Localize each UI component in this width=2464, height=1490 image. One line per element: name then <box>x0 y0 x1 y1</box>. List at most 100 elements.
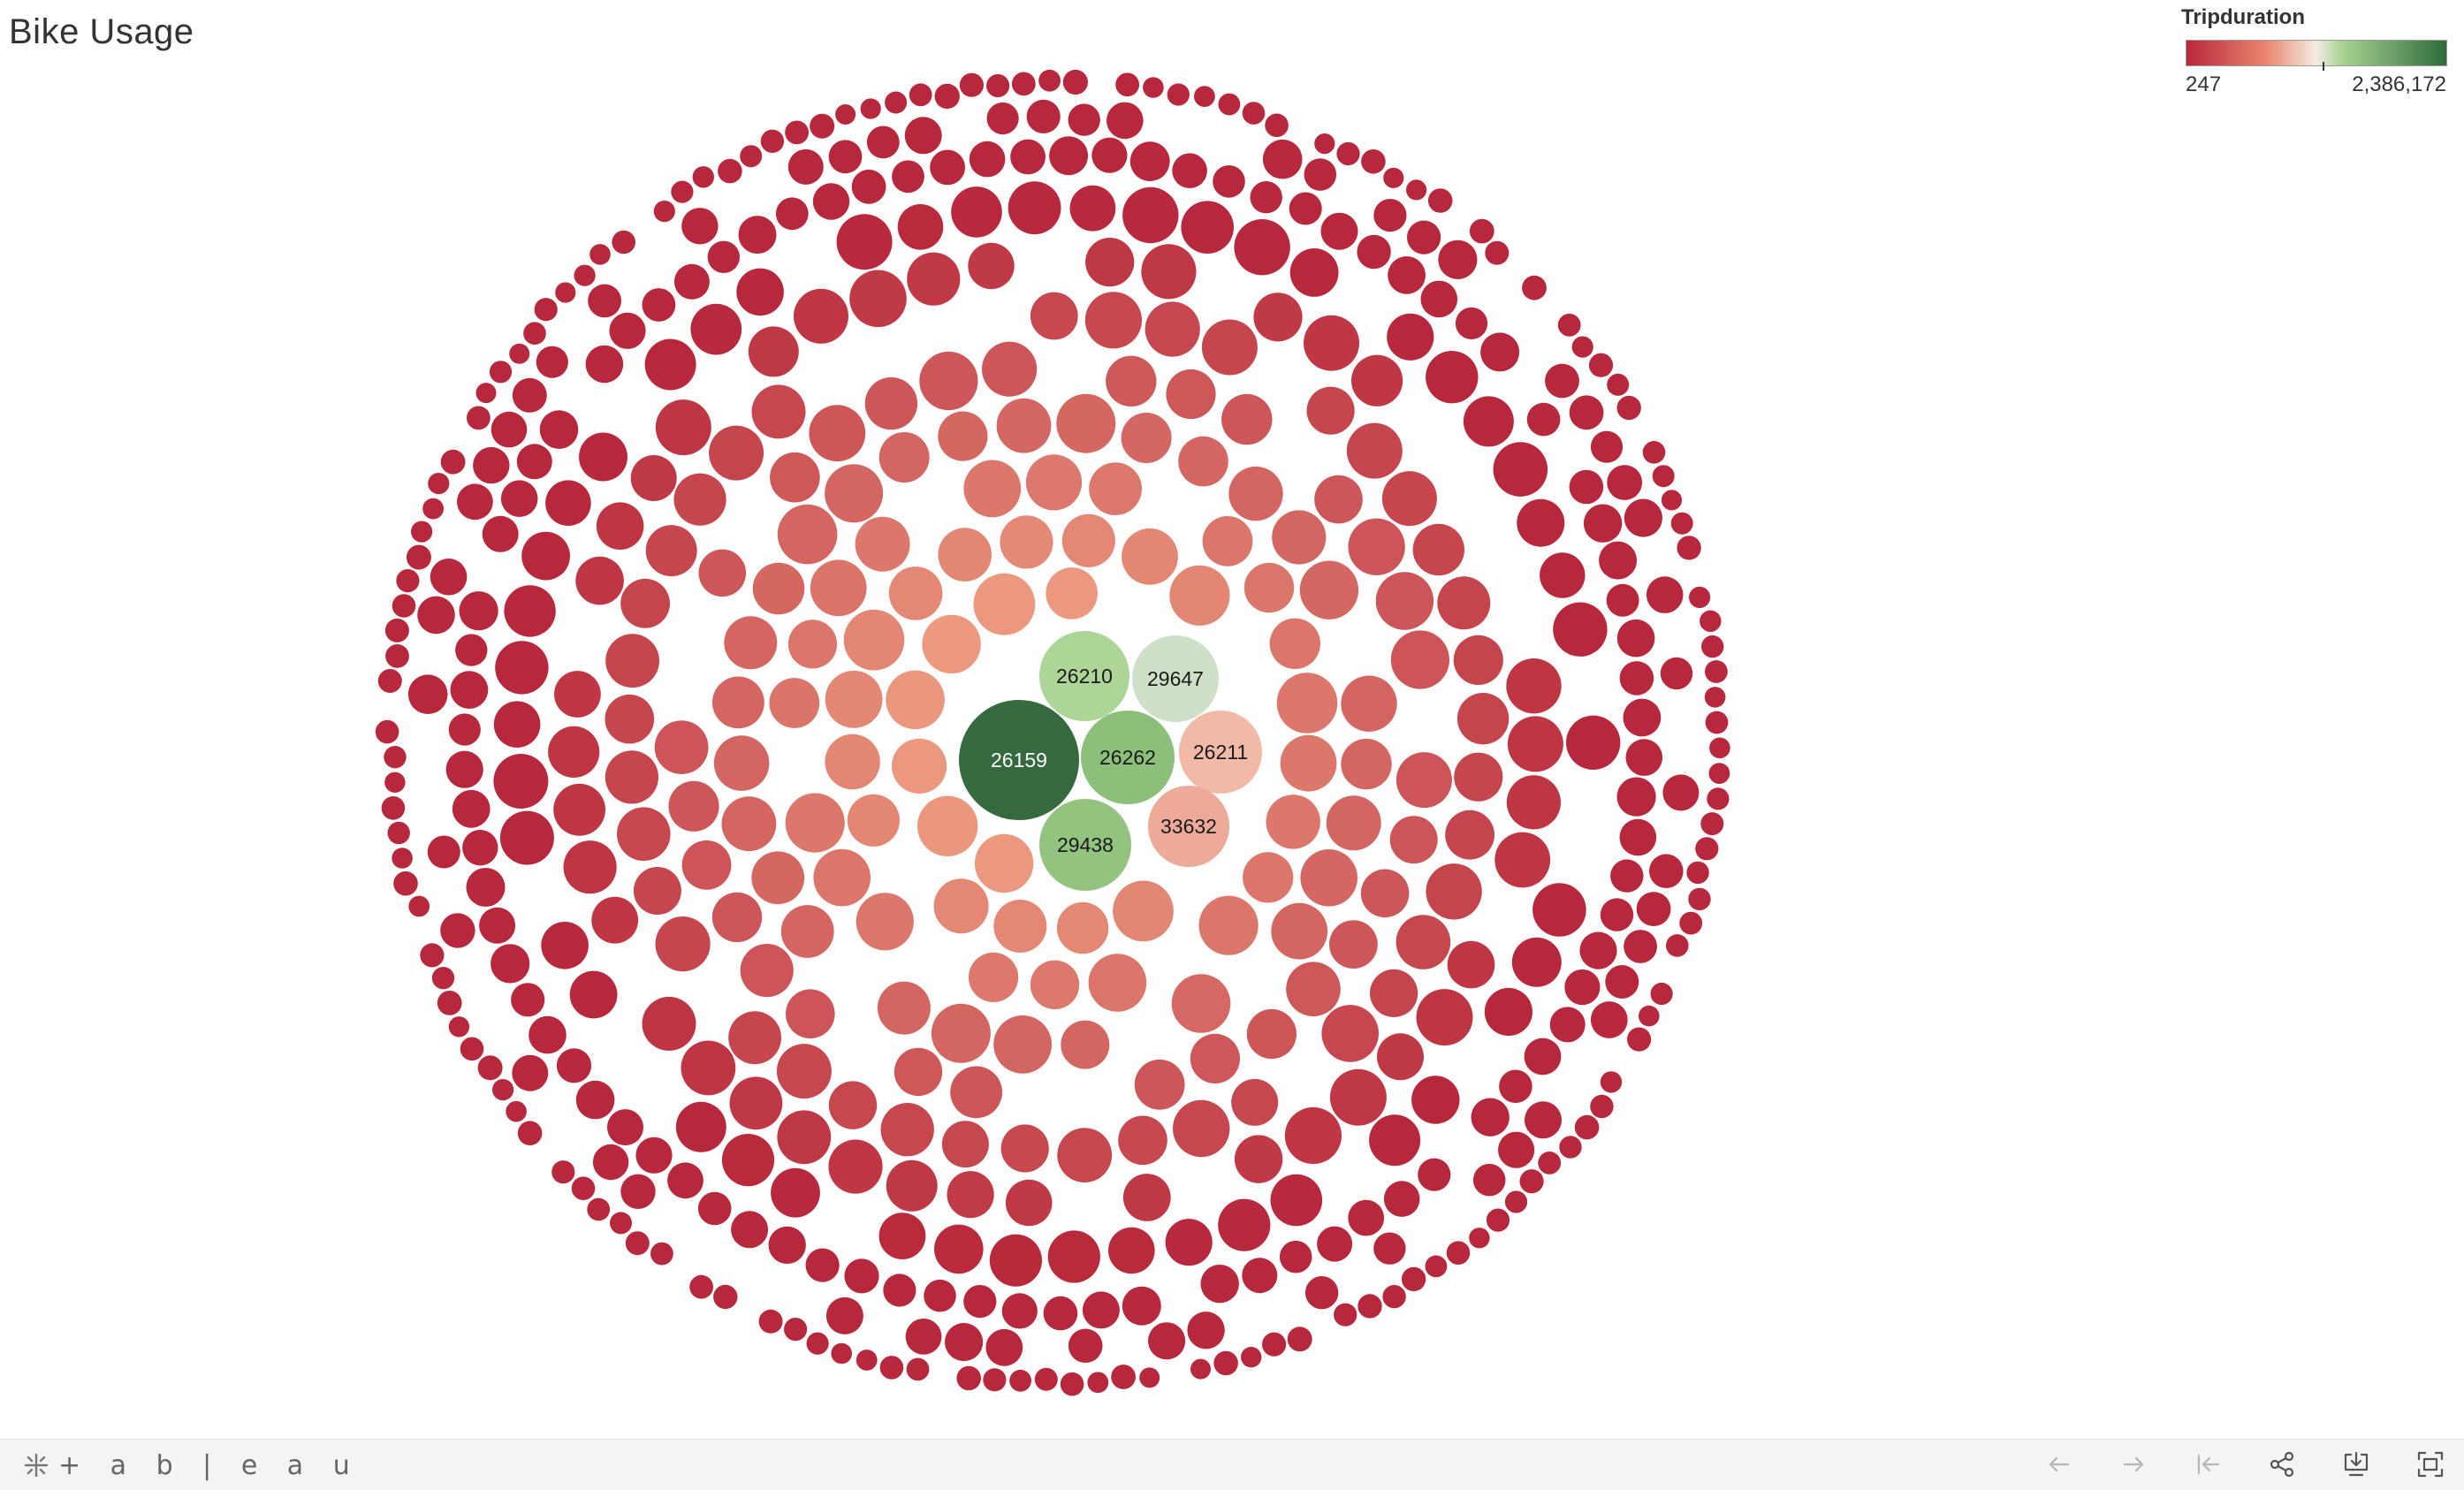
bubble[interactable] <box>609 312 646 349</box>
bubble[interactable] <box>1299 560 1359 620</box>
bubble[interactable] <box>491 411 528 448</box>
bubble[interactable] <box>945 1323 984 1362</box>
bubble[interactable] <box>1437 576 1491 630</box>
bubble[interactable] <box>1190 1033 1240 1083</box>
bubble[interactable] <box>963 1285 997 1319</box>
bubble[interactable] <box>1001 1293 1038 1329</box>
bubble[interactable] <box>1272 510 1327 565</box>
bubble[interactable] <box>1447 940 1495 989</box>
bubble[interactable] <box>931 1003 991 1063</box>
bubble[interactable] <box>1107 102 1144 140</box>
bubble[interactable] <box>1590 1001 1628 1038</box>
bubble[interactable] <box>751 851 805 905</box>
bubble[interactable] <box>787 620 838 669</box>
bubble[interactable] <box>1627 1027 1652 1052</box>
bubble[interactable] <box>1485 240 1510 265</box>
bubble[interactable] <box>1034 1367 1058 1391</box>
bubble[interactable] <box>1469 1228 1490 1249</box>
bubble[interactable] <box>711 892 763 943</box>
bubble[interactable] <box>551 1160 575 1184</box>
bubble[interactable] <box>529 1015 567 1054</box>
bubble[interactable] <box>1707 787 1730 810</box>
bubble[interactable] <box>1519 1169 1544 1194</box>
bubble-mark-29647[interactable] <box>1132 635 1219 722</box>
bubble[interactable] <box>1564 969 1601 1006</box>
bubble[interactable] <box>760 129 785 153</box>
bubble[interactable] <box>982 341 1038 397</box>
bubble[interactable] <box>1082 1291 1120 1329</box>
bubble[interactable] <box>947 1171 994 1219</box>
bubble[interactable] <box>1660 657 1693 690</box>
bubble[interactable] <box>1361 149 1386 174</box>
bubble-mark-29438[interactable] <box>1039 799 1131 891</box>
bubble[interactable] <box>1522 275 1547 300</box>
bubble[interactable] <box>571 1176 596 1200</box>
bubble[interactable] <box>1289 192 1322 225</box>
bubble[interactable] <box>809 405 866 462</box>
bubble[interactable] <box>1000 515 1053 569</box>
bubble[interactable] <box>1008 181 1061 235</box>
bubble[interactable] <box>667 1162 703 1199</box>
bubble[interactable] <box>1357 234 1391 270</box>
bubble[interactable] <box>777 1110 832 1165</box>
bubble[interactable] <box>924 1279 956 1312</box>
bubble[interactable] <box>448 713 481 746</box>
bubble[interactable] <box>492 1079 514 1101</box>
bubble[interactable] <box>1396 915 1451 969</box>
bubble[interactable] <box>950 1066 1002 1119</box>
bubble[interactable] <box>1700 812 1724 836</box>
bubble[interactable] <box>1357 1294 1382 1319</box>
bubble[interactable] <box>825 670 883 728</box>
bubble[interactable] <box>475 383 497 404</box>
bubble[interactable] <box>1538 1152 1562 1175</box>
bubble[interactable] <box>724 616 778 670</box>
bubble[interactable] <box>1709 737 1730 759</box>
bubble[interactable] <box>860 98 881 119</box>
bubble[interactable] <box>591 896 639 944</box>
bubble[interactable] <box>1574 1114 1600 1140</box>
bubble[interactable] <box>1118 1115 1167 1166</box>
bubble[interactable] <box>718 158 742 184</box>
bubble[interactable] <box>396 569 420 593</box>
bubble[interactable] <box>1089 462 1142 515</box>
bubble[interactable] <box>555 282 576 303</box>
bubble[interactable] <box>1616 619 1655 658</box>
bubble[interactable] <box>1084 292 1142 349</box>
bubble[interactable] <box>437 991 462 1015</box>
bubble[interactable] <box>721 1134 775 1187</box>
bubble[interactable] <box>452 789 491 828</box>
bubble[interactable] <box>905 1319 942 1355</box>
bubble[interactable] <box>589 244 611 265</box>
bubble[interactable] <box>407 674 448 714</box>
bubble[interactable] <box>1652 465 1675 488</box>
bubble[interactable] <box>748 326 799 377</box>
bubble[interactable] <box>777 504 838 565</box>
bubble[interactable] <box>645 525 697 577</box>
bubble[interactable] <box>1334 1303 1357 1327</box>
bubble[interactable] <box>644 338 696 391</box>
bubble[interactable] <box>1243 562 1295 613</box>
bubble[interactable] <box>1173 1099 1230 1158</box>
bubble[interactable] <box>375 719 399 744</box>
bubble[interactable] <box>1557 313 1581 337</box>
bubble[interactable] <box>1348 1199 1385 1236</box>
bubble[interactable] <box>692 166 714 188</box>
bubble[interactable] <box>545 480 591 526</box>
bubble[interactable] <box>1369 1114 1421 1167</box>
bubble[interactable] <box>408 895 430 917</box>
bubble[interactable] <box>1373 199 1407 232</box>
bubble[interactable] <box>1606 583 1639 617</box>
bubble[interactable] <box>1242 102 1266 125</box>
bubble[interactable] <box>620 578 670 628</box>
bubble[interactable] <box>534 298 558 322</box>
bubble[interactable] <box>653 201 675 223</box>
bubble[interactable] <box>1670 512 1693 535</box>
bubble[interactable] <box>385 644 409 668</box>
bubble[interactable] <box>787 148 824 185</box>
bubble[interactable] <box>951 186 1002 238</box>
bubble[interactable] <box>587 1197 611 1221</box>
bubble[interactable] <box>536 346 568 378</box>
bubble[interactable] <box>1253 293 1303 342</box>
bubble[interactable] <box>810 113 835 139</box>
bubble[interactable] <box>457 483 493 521</box>
